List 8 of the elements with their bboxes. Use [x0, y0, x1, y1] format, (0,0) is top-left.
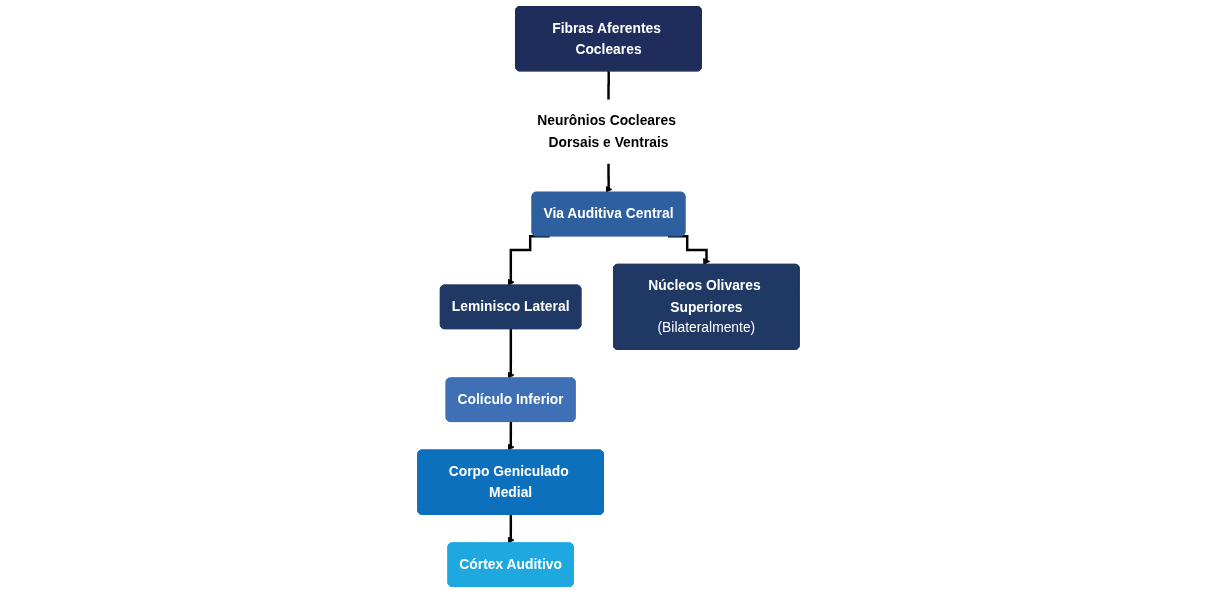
node-text: Neurônios Cocleares Dorsais e Ventrais	[537, 113, 676, 150]
arrow	[507, 513, 515, 544]
arrow	[507, 235, 550, 286]
arrow	[507, 327, 515, 379]
connector	[607, 70, 611, 101]
arrow	[605, 162, 613, 193]
arrow	[507, 420, 515, 451]
arrow	[668, 235, 711, 266]
